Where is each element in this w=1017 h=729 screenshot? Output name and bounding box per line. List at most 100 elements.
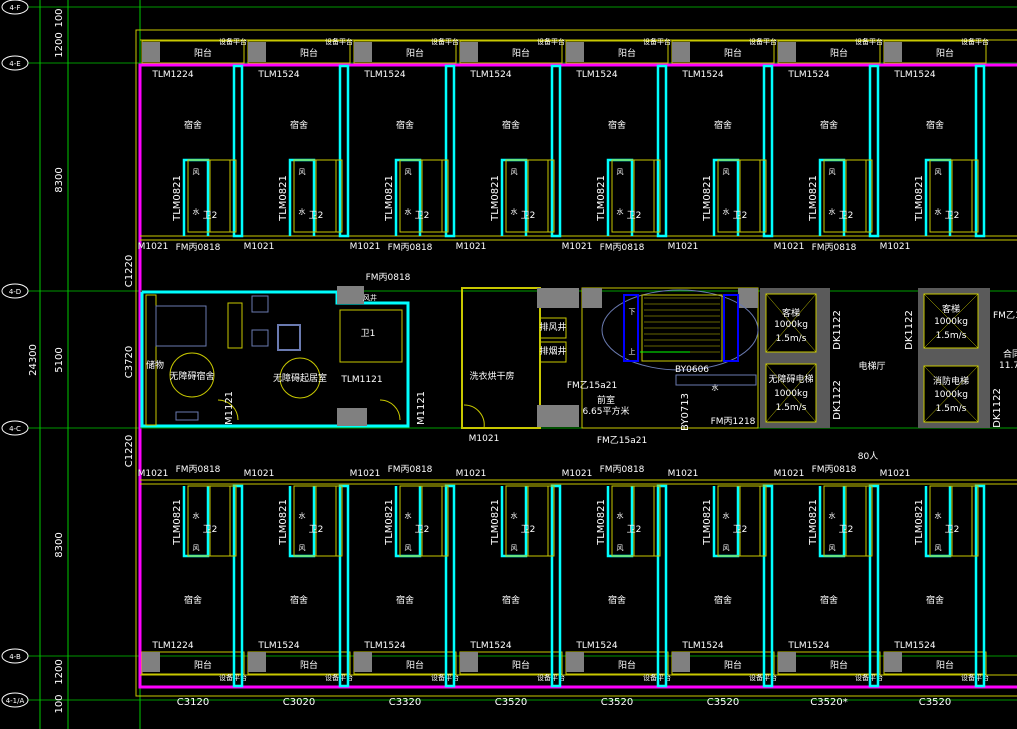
water-label: 水 [405,207,412,216]
toilet-label: 卫2 [839,211,854,221]
lift-2-name: 无障碍电梯 [768,373,813,385]
label-refuge-area: 6.65平方米 [582,405,629,417]
wind-label: 风 [829,544,836,552]
wind-label: 风 [723,544,730,552]
door-label: M1021 [456,242,487,252]
balcony-label: 阳台 [512,47,530,59]
window-label: TLM1224 [151,641,193,651]
bottom-dim-label: C3520 [707,697,739,708]
side-window-label: TLM0821 [914,499,925,546]
axis-label: 4-E [9,60,20,68]
wind-label: 风 [405,544,412,552]
toilet-label: 卫2 [309,211,324,221]
room-label: 宿舍 [926,594,944,606]
water-label: 水 [935,207,942,216]
window-label: TLM1524 [787,641,829,651]
water-label: 水 [511,511,518,520]
door-label: M1021 [244,242,275,252]
room-label: 宿舍 [608,594,626,606]
dim-8300-top: 8300 [54,167,65,192]
toilet-label: 卫2 [203,525,218,535]
side-window-label: TLM0821 [596,499,607,546]
lift-4-load: 1000kg [934,390,968,400]
wind-label: 风 [193,168,200,176]
lift-4-speed: 1.5m/s [936,404,967,414]
toilet-label: 卫2 [521,211,536,221]
window-label: TLM1524 [363,70,405,80]
wind-label: 风 [299,168,306,176]
toilet-label: 卫2 [521,525,536,535]
label-fm-right: FM乙1 [993,310,1017,321]
label-right-cut2: 合同 [1003,348,1017,360]
wind-label: 风 [829,168,836,176]
water-label: 水 [723,511,730,520]
toilet-label: 卫2 [415,211,430,221]
dim-100-top: 100 [54,8,65,27]
side-window-label: TLM0821 [808,499,819,546]
dim-c1220-bottom: C1220 [124,435,135,467]
water-label: 水 [617,511,624,520]
label-by0713: BY0713 [680,393,691,431]
room-laundry: 洗衣烘干房 [469,370,514,382]
lift-1-load: 1000kg [774,320,808,330]
lift-4-name: 消防电梯 [933,375,969,387]
balcony-label: 阳台 [936,47,954,59]
bottom-dim-label: C3020 [283,697,315,708]
label-fm1218: FM丙1218 [711,416,756,427]
left-dimensions: 100 1200 8300 24300 5100 8300 1200 100 C… [28,8,135,713]
svg-text:下: 下 [629,308,636,316]
dim-c1220-top: C1220 [124,255,135,287]
lift-1-speed: 1.5m/s [776,334,807,344]
water-label: 水 [829,511,836,520]
room-label: 宿舍 [502,119,520,131]
lift-1-name: 客梯 [782,307,800,319]
lift-2-load: 1000kg [774,389,808,399]
axis-bubble [1,420,29,436]
fm-label: FM丙0818 [600,242,645,253]
window-label: TLM1524 [681,70,723,80]
dim-24300: 24300 [28,344,39,376]
platform-label: 设备平台 [855,37,883,46]
label-m1121-a: M1121 [224,391,235,425]
wind-label: 风 [405,168,412,176]
svg-text:水: 水 [712,383,719,392]
label-tlm1121: TLM1121 [340,375,382,385]
wind-label: 风 [511,168,518,176]
label-by0606: BY0606 [675,365,709,375]
water-label: 水 [299,511,306,520]
room-label: 宿舍 [290,119,308,131]
wind-label: 风 [299,544,306,552]
label-dk-3: DK1122 [904,310,915,350]
room-label: 宿舍 [184,119,202,131]
door-label: M1021 [668,469,699,479]
axis-label: 4-D [9,288,21,296]
bottom-dim-label: C3520 [601,697,633,708]
dim-1200-top: 1200 [54,32,65,57]
balcony-label: 阳台 [618,47,636,59]
fm-label: FM丙0818 [176,464,221,475]
window-label: TLM1524 [575,641,617,651]
window-label: TLM1524 [363,641,405,651]
wind-label: 风 [511,544,518,552]
room-label: 宿舍 [926,119,944,131]
window-label: TLM1524 [681,641,723,651]
fm-label: FM丙0818 [812,464,857,475]
door-label: M1021 [668,242,699,252]
balcony-label: 阳台 [936,659,954,671]
platform-label: 设备平台 [431,37,459,46]
bottom-dim-label: C3520 [919,697,951,708]
balcony-label: 阳台 [300,659,318,671]
stair-and-lobby: 下 上 BY0606 FM乙15a21 前室 6.65平方米 FM乙15a21 … [567,287,759,446]
label-elevator-hall: 电梯厅 [858,360,885,372]
toilet-label: 卫2 [627,525,642,535]
window-label: TLM1524 [257,70,299,80]
fm-label: FM丙0818 [176,242,221,253]
platform-label: 设备平台 [749,37,777,46]
bottom-dim-label: C3520 [495,697,527,708]
axis-bubble [1,692,29,708]
water-label: 水 [193,207,200,216]
label-right-cut: 11.7 [999,361,1017,371]
axis-bubble [1,648,29,664]
